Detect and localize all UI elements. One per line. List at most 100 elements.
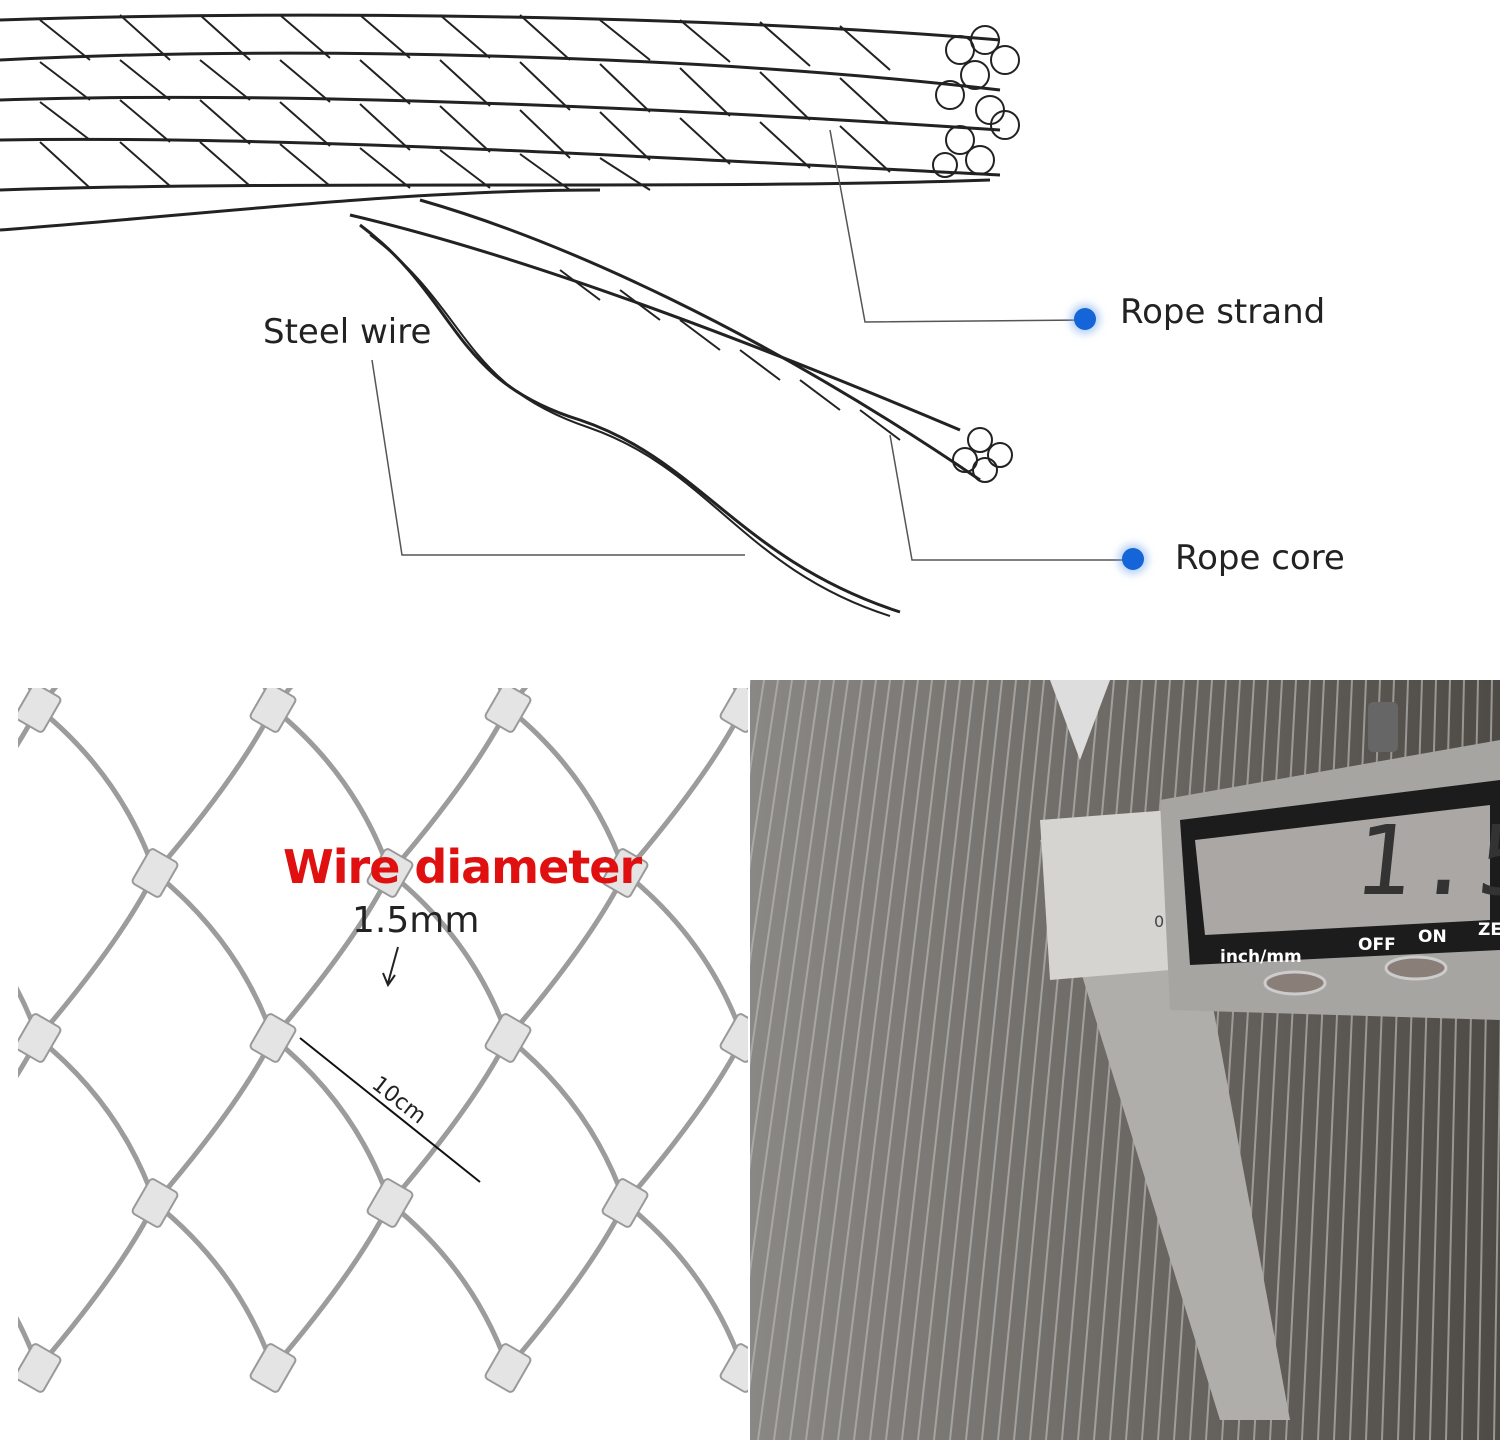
mesh-ferrule <box>249 688 297 733</box>
mesh-ferrule <box>719 1343 748 1393</box>
power-button <box>1384 955 1448 981</box>
rope-strand-marker-icon <box>1074 308 1096 330</box>
mesh-wire <box>18 706 41 749</box>
rope-strand-end <box>932 25 1020 178</box>
wire-mesh-panel <box>18 688 748 1415</box>
wire-mesh-drawing <box>18 688 748 1393</box>
mesh-wire <box>18 986 41 1039</box>
rope-twists <box>39 14 891 191</box>
mesh-ferrule <box>601 848 649 898</box>
mesh-wire <box>623 706 746 875</box>
mesh-ferrule <box>18 1343 62 1393</box>
wire-strand <box>750 680 779 871</box>
on-label: ON <box>1418 927 1447 947</box>
scale-zero-label: 0 <box>1154 912 1165 931</box>
mesh-ferrule <box>18 1013 62 1063</box>
wire-rope-diagram <box>0 13 1130 617</box>
caliper-photo: 1.50 inch/mm OFF ON ZE 0 <box>750 680 1500 1440</box>
mesh-wire <box>623 1201 746 1369</box>
mesh-wire <box>623 1036 746 1205</box>
mesh-wire <box>36 1201 158 1370</box>
mesh-wire <box>271 1201 393 1370</box>
mesh-ferrule <box>18 688 62 733</box>
arrow-down-icon <box>382 946 399 988</box>
mesh-wire <box>388 871 511 1039</box>
wire-strand <box>885 680 975 1440</box>
mesh-wire <box>506 871 628 1040</box>
thumb-screw-icon <box>1368 702 1398 752</box>
mesh-ferrule <box>249 1343 297 1393</box>
wire-strand <box>750 680 849 1390</box>
unit-button <box>1263 970 1327 996</box>
wire-strand <box>901 680 989 1440</box>
wire-strand <box>933 680 1017 1440</box>
mesh-ferrule <box>484 688 532 733</box>
wire-strand <box>821 680 919 1440</box>
wire-strand <box>869 680 961 1440</box>
wire-diameter-title: Wire diameter <box>283 840 642 894</box>
wire-strand <box>1493 996 1500 1440</box>
rope-strand-label: Rope strand <box>1120 292 1326 332</box>
inch-mm-label: inch/mm <box>1220 947 1302 967</box>
mesh-wire <box>623 871 746 1039</box>
wire-strand <box>750 680 793 967</box>
wire-strand <box>981 680 1059 1440</box>
mesh-ferrule <box>719 688 748 733</box>
mesh-wire <box>36 706 158 874</box>
rope-body <box>0 13 1001 232</box>
wire-strands-background <box>750 680 1500 1440</box>
mesh-wire <box>153 1201 276 1369</box>
wire-strand <box>1061 680 1129 1440</box>
wire-strand <box>789 680 891 1440</box>
zero-label: ZE <box>1478 920 1500 940</box>
mesh-ferrule <box>719 1013 748 1063</box>
steel-wire-label: Steel wire <box>263 312 432 352</box>
mesh-wire <box>388 1201 511 1369</box>
lcd-screen <box>1195 805 1490 935</box>
wire-strand <box>997 680 1073 1440</box>
mesh-wire <box>506 1036 628 1204</box>
wire-strand <box>853 680 947 1440</box>
wire-strand <box>949 680 1031 1440</box>
mesh-wire <box>741 1358 748 1370</box>
wire-strand <box>750 680 807 1067</box>
wire-strand <box>773 680 877 1440</box>
mesh-ferrule <box>366 848 414 898</box>
wire-strand <box>750 680 835 1279</box>
mesh-wire <box>506 706 628 874</box>
caliper-reading: 1.50 <box>1349 805 1500 917</box>
mesh-wire <box>271 1036 393 1204</box>
mesh-wire <box>153 706 276 875</box>
wire-strand <box>805 680 905 1440</box>
wire-strand <box>965 680 1045 1440</box>
wire-diameter-value: 1.5mm <box>352 900 480 941</box>
mesh-wire <box>36 1036 158 1204</box>
mesh-wire <box>18 1316 41 1369</box>
off-label: OFF <box>1358 935 1396 955</box>
caliper-jaw-top <box>1050 680 1110 760</box>
caliper-jaw <box>1040 830 1290 1420</box>
wire-strand <box>1013 680 1087 1440</box>
rope-core-marker-icon <box>1122 548 1144 570</box>
mesh-wire <box>506 1201 628 1370</box>
separated-strand <box>349 198 1013 483</box>
aperture-line <box>299 1037 481 1183</box>
mesh-ferrule <box>484 1013 532 1063</box>
mesh-wire <box>153 1036 276 1205</box>
wire-strand <box>917 680 1003 1440</box>
wire-strand <box>1029 680 1101 1440</box>
leader-lines <box>371 129 1130 561</box>
mesh-wire <box>153 871 276 1039</box>
wire-strand <box>750 680 821 1171</box>
wire-strand <box>757 680 863 1440</box>
mesh-ferrule <box>249 1013 297 1063</box>
wire-strand <box>837 680 933 1440</box>
rope-core-label: Rope core <box>1175 538 1345 578</box>
mesh-wire <box>271 871 393 1040</box>
mesh-ferrule <box>484 1343 532 1393</box>
wire-strand <box>1045 680 1115 1440</box>
mesh-ferrule <box>131 1178 179 1228</box>
mesh-wire <box>18 1036 41 1079</box>
mesh-wire <box>741 1028 748 1040</box>
